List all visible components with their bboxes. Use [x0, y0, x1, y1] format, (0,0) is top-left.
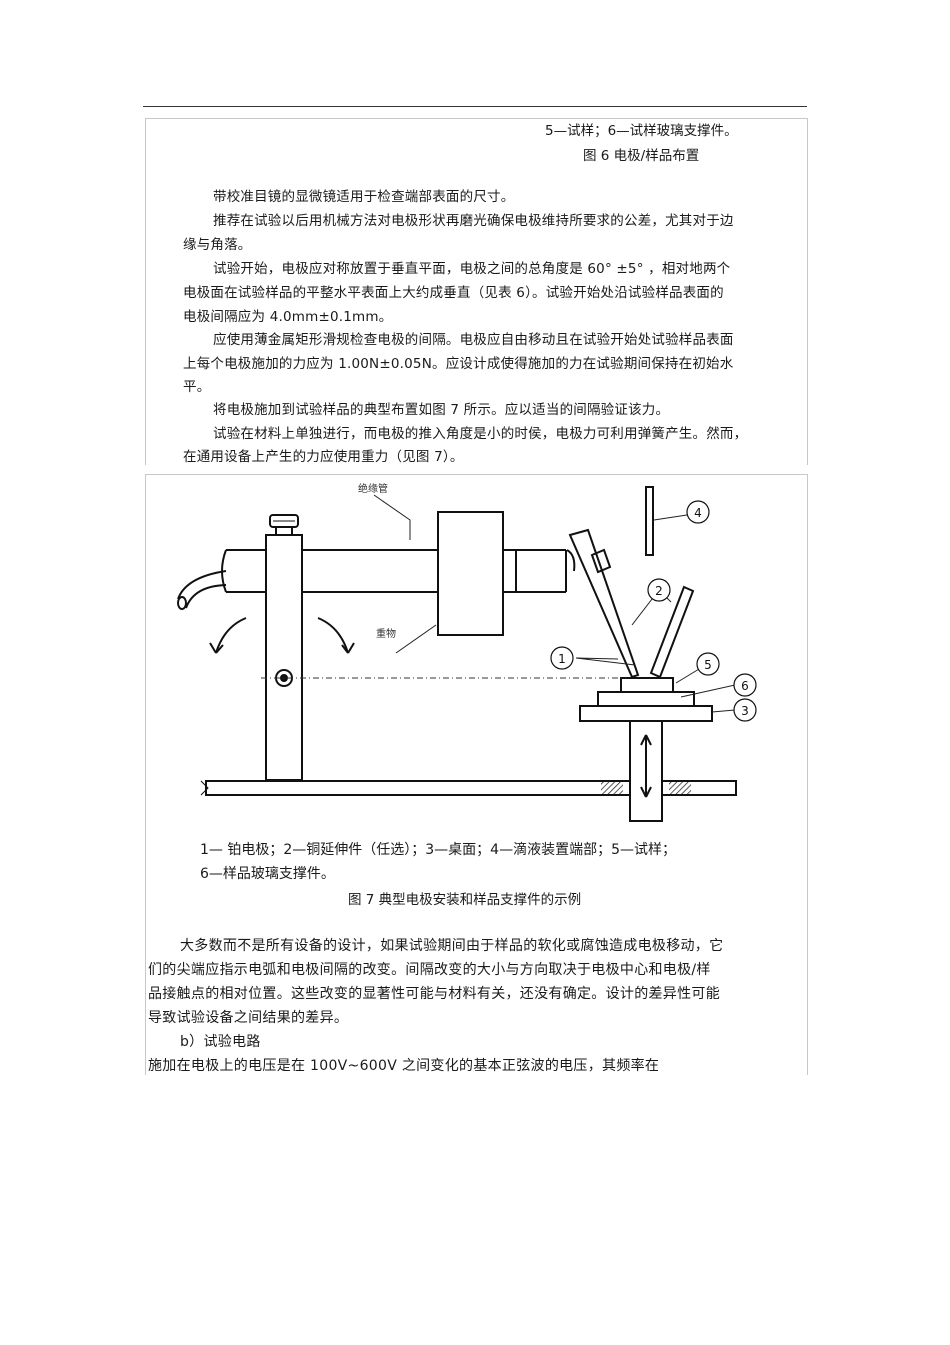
weight-block: [437, 511, 504, 636]
paragraph-line: 应使用薄金属矩形滑规检查电极的间隔。电极应自由移动且在试验开始处试验样品表面: [213, 332, 734, 348]
page-frame-lower: [145, 474, 808, 1075]
electrode-left: [568, 528, 640, 679]
cable: [177, 570, 227, 600]
paragraph-line: 电极间隔应为 4.0mm±0.1mm。: [183, 309, 393, 325]
callout-2: [647, 578, 671, 602]
paragraph-line: 上每个电极施加的力应为 1.00N±0.05N。应设计成使得施加的力在试验期间保…: [183, 356, 734, 372]
callout-3: [733, 698, 757, 722]
paragraph-line: 缘与角落。: [183, 237, 252, 253]
paragraph-line: 施加在电极上的电压是在 100V~600V 之间变化的基本正弦波的电压，其频率在: [148, 1058, 660, 1074]
fig7-legend-line2: 6—样品玻璃支撑件。: [200, 866, 335, 882]
paragraph-line: 平。: [183, 379, 211, 395]
page-frame-upper: [145, 118, 808, 465]
paragraph-line: 大多数而不是所有设备的设计，如果试验期间由于样品的软化或腐蚀造成电极移动，它: [180, 938, 724, 954]
drip-tip: [645, 486, 654, 556]
fig7-legend-line1: 1— 铂电极；2—铜延伸件（任选）；3—桌面；4—滴液装置端部；5—试样；: [200, 842, 676, 858]
paragraph-line: 带校准目镜的显微镜适用于检查端部表面的尺寸。: [213, 189, 515, 205]
header-rule: [143, 106, 807, 107]
section-heading: b）试验电路: [180, 1034, 261, 1050]
insulating-tube: [226, 549, 438, 593]
paragraph-line: 在通用设备上产生的力应使用重力（见图 7）。: [183, 449, 464, 465]
callout-3-label: 3: [741, 704, 749, 718]
vertical-post: [265, 534, 303, 781]
sample: [620, 677, 674, 693]
label-weight: 重物: [376, 627, 396, 640]
callout-6: [733, 673, 757, 697]
paragraph-line: 们的尖端应指示电弧和电极间隔的改变。间隔改变的大小与方向取决于电极中心和电极/样: [148, 962, 711, 978]
fig7-caption: 图 7 典型电极安装和样品支撑件的示例: [348, 892, 582, 908]
fig6-legend-tail: 5—试样；6—试样玻璃支撑件。: [545, 123, 738, 139]
paragraph-line: 导致试验设备之间结果的差异。: [148, 1010, 349, 1026]
paragraph-line: 试验在材料上单独进行，而电极的推入角度是小的时侯，电极力可利用弹簧产生。然而，: [213, 426, 748, 442]
fig6-caption: 图 6 电极/样品布置: [583, 148, 700, 164]
callout-4: [686, 500, 710, 524]
paragraph-line: 品接触点的相对位置。这些改变的显著性可能与材料有关，还没有确定。设计的差异性可能: [148, 986, 720, 1002]
label-insulating-tube: 绝缘管: [358, 482, 388, 495]
callout-2-label: 2: [655, 584, 663, 598]
paragraph-line: 试验开始，电极应对称放置于垂直平面，电极之间的总角度是 60° ±5° ，相对地…: [213, 261, 731, 277]
callout-4-label: 4: [694, 506, 702, 520]
glass-support: [597, 691, 695, 707]
paragraph-line: 将电极施加到试验样品的典型布置如图 7 所示。应以适当的间隔验证该力。: [213, 402, 670, 418]
tabletop: [579, 705, 713, 722]
callout-6-label: 6: [741, 679, 749, 693]
callout-5: [696, 652, 720, 676]
fig7-diagram: 1 2 3 4 5 6 绝缘管 重物: [177, 482, 757, 822]
electrode-right: [649, 585, 695, 679]
paragraph-line: 推荐在试验以后用机械方法对电极形状再磨光确保电极维持所要求的公差，尤其对于边: [213, 213, 734, 229]
callout-1-label: 1: [558, 652, 566, 666]
callout-5-label: 5: [704, 658, 712, 672]
callout-1: [550, 646, 574, 670]
paragraph-line: 电极面在试验样品的平整水平表面上大约成垂直（见表 6）。试验开始处沿试验样品表面…: [183, 285, 724, 301]
